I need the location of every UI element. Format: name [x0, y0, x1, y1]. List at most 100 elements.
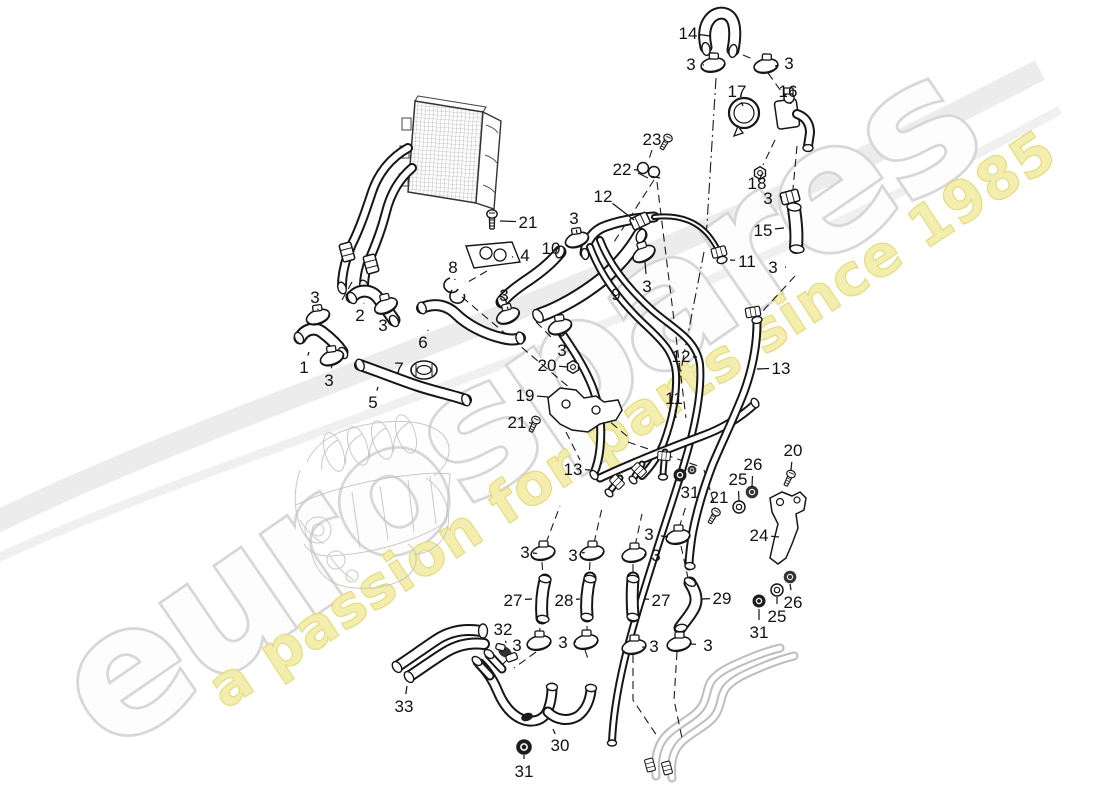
part-number-label: 25	[729, 470, 748, 489]
part-number-label: 27	[652, 591, 671, 610]
part-number-label: 12	[672, 347, 691, 366]
hose-clamp-icon	[663, 628, 693, 655]
part-number-label: 3	[768, 258, 777, 277]
part-number-label: 21	[710, 488, 729, 507]
part-number-label: 3	[324, 371, 333, 390]
hose-clamp-icon	[527, 537, 557, 564]
swoosh-arc	[0, 60, 1046, 533]
engine-illustration	[294, 414, 451, 589]
part-number-label: 17	[728, 82, 747, 101]
leader-line	[376, 386, 379, 391]
part-number-label: 4	[520, 246, 529, 265]
part-number-label: 13	[564, 460, 583, 479]
leader-line	[536, 395, 549, 398]
leader-line	[644, 261, 647, 275]
part-number-label: 6	[418, 333, 427, 352]
hose-clamp-icon	[618, 539, 648, 566]
part-number-label: 11	[738, 252, 756, 271]
hardware-group	[301, 49, 815, 756]
leader-line	[552, 728, 556, 735]
part-number-label: 21	[508, 413, 527, 432]
construction-lines	[341, 49, 798, 739]
part-number-label: 20	[538, 356, 557, 375]
part-number-label: 33	[395, 697, 414, 716]
leader-line	[756, 367, 770, 370]
leader-line	[759, 172, 764, 179]
hose-clamp-icon	[570, 626, 600, 653]
part-number-label: 3	[649, 637, 658, 656]
part-number-label: 24	[750, 526, 769, 545]
nut-icon	[745, 485, 759, 499]
part-number-label: 3	[499, 286, 508, 305]
part-number-label: 26	[744, 455, 763, 474]
part-number-label: 18	[748, 174, 767, 193]
leader-line	[740, 101, 744, 107]
washer-icon	[770, 583, 784, 597]
part-number-label: 31	[515, 762, 534, 781]
pipe-collar-icon	[744, 305, 762, 319]
grommet-plate	[410, 360, 438, 380]
leader-line	[330, 364, 333, 369]
grommet-icon	[515, 738, 533, 756]
reference-pipes-illustration	[643, 643, 799, 783]
part-number-label: 3	[686, 55, 695, 74]
part-number-label: 5	[368, 393, 377, 412]
hose-fitting	[495, 642, 519, 663]
part-number-label: 3	[784, 54, 793, 73]
part-number-label: 27	[504, 591, 523, 610]
clamp-ring	[727, 96, 761, 138]
part-number-label: 16	[779, 82, 798, 101]
part-number-label: 20	[784, 441, 803, 460]
watermark-swoosh	[0, 60, 1063, 562]
part-number-label: 22	[613, 160, 632, 179]
nut-icon	[566, 360, 580, 374]
leader-line	[674, 409, 677, 419]
part-number-label: 30	[551, 736, 570, 755]
hoses-group	[293, 6, 805, 747]
part-number-label: 23	[643, 130, 662, 149]
part-number-label: 3	[558, 633, 567, 652]
part-number-label: 3	[651, 546, 660, 565]
part-number-label: 11	[665, 389, 683, 408]
retaining-clip	[636, 161, 661, 179]
part-number-label: 3	[520, 543, 529, 562]
part-number-label: 26	[784, 593, 803, 612]
nut-icon	[687, 465, 697, 475]
part-number-label: 25	[768, 607, 787, 626]
leader-line	[790, 461, 793, 471]
leader-line	[770, 535, 780, 538]
part-number-label: 19	[516, 386, 535, 405]
swoosh-arc	[0, 106, 1063, 562]
part-number-label: 10	[542, 239, 561, 258]
part-number-label: 29	[713, 589, 732, 608]
part-number-label: 15	[754, 221, 773, 240]
part-number-label: 3	[644, 525, 653, 544]
part-number-label: 12	[594, 187, 613, 206]
part-number-label: 7	[394, 359, 403, 378]
leader-line	[774, 227, 785, 230]
hose-clamp-icon	[618, 631, 648, 658]
leader-line	[581, 551, 585, 554]
part-number-label: 31	[681, 483, 700, 502]
mounting-bracket	[547, 387, 623, 433]
leader-line	[559, 333, 562, 339]
retaining-bracket	[443, 277, 466, 304]
part-number-label: 21	[519, 213, 538, 232]
hose-clamp-icon	[576, 537, 606, 564]
leader-line	[610, 278, 613, 283]
part-number-label: 3	[703, 636, 712, 655]
part-number-label: 3	[763, 189, 772, 208]
part-number-label: 3	[568, 546, 577, 565]
leader-line	[612, 202, 635, 221]
part-number-label: 8	[448, 258, 457, 277]
hose-clamp-icon	[523, 627, 553, 654]
part-number-label: 9	[611, 285, 620, 304]
pipe-collar-icon	[656, 450, 672, 462]
washer-icon	[732, 500, 746, 514]
part-number-label: 3	[642, 277, 651, 296]
bolt-icon	[705, 506, 723, 526]
bolt-icon	[781, 468, 798, 489]
